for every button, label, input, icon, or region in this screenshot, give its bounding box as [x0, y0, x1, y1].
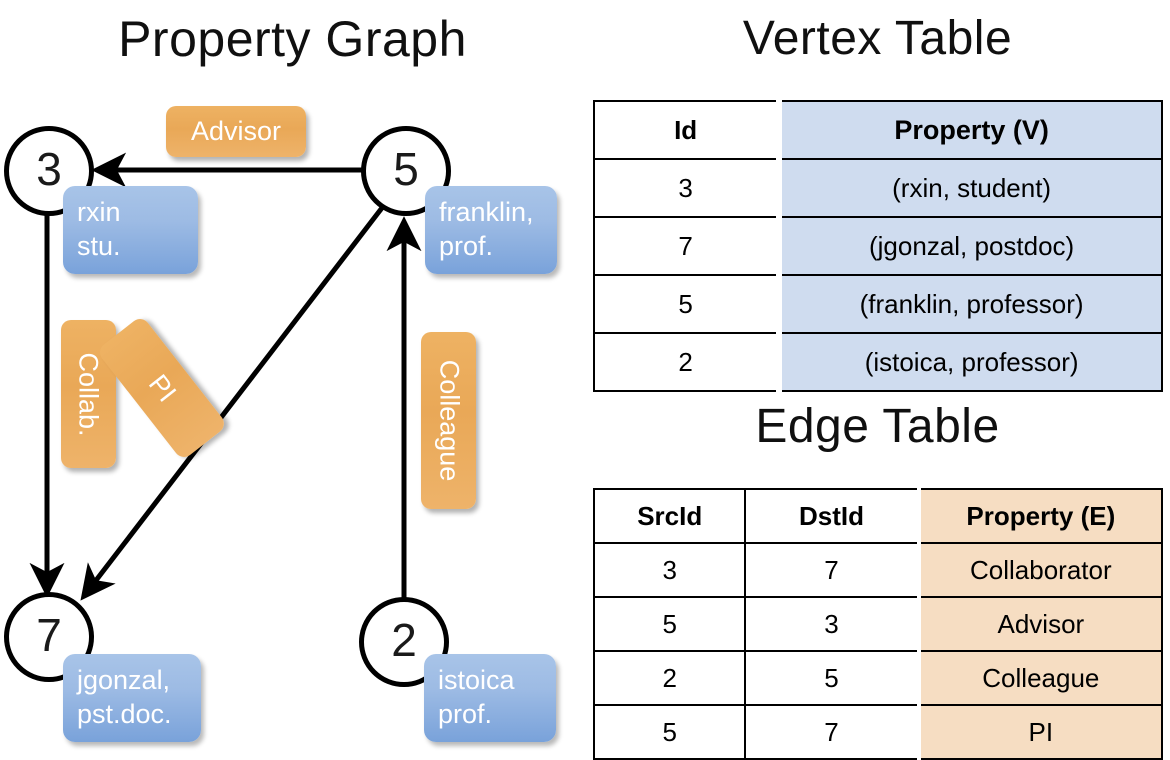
edge-row-0-src: 3: [592, 542, 747, 598]
graph-node-3-label: 3: [36, 143, 62, 195]
vertex-row-2-property: (franklin, professor): [776, 274, 1163, 334]
edge-label-advisor-text: Advisor: [190, 116, 282, 146]
edge-table-header-property: Property (E): [916, 488, 1164, 544]
edge-row-1-src: 5: [592, 596, 747, 652]
table-row[interactable]: 3 7 Collaborator: [592, 542, 1164, 598]
edge-label-advisor[interactable]: Advisor: [166, 106, 306, 157]
edge-label-pi-text: PI: [142, 368, 183, 407]
edge-row-3-property: PI: [916, 704, 1164, 760]
edge-table-header-row: SrcId DstId Property (E): [592, 488, 1164, 544]
graph-node-7-label: 7: [36, 609, 62, 661]
edge-label-collab-text: Collab.: [74, 351, 105, 437]
vertex-table-header-row: Id Property (V): [592, 100, 1163, 160]
vertex-table: Id Property (V) 3 (rxin, student) 7 (jgo…: [592, 100, 1163, 392]
vertex-row-3-id: 2: [592, 332, 781, 392]
vertex-row-3-property: (istoica, professor): [776, 332, 1163, 392]
edge-row-2-src: 2: [592, 650, 747, 706]
vertex-property-box-2-line2: prof.: [438, 699, 493, 729]
edge-table-header-dstid: DstId: [744, 488, 920, 544]
table-row[interactable]: 3 (rxin, student): [592, 158, 1163, 218]
vertex-table-header-property: Property (V): [776, 100, 1163, 160]
property-graph-diagram: 3 5 7 2 rxin stu. franklin, prof. jgonza…: [4, 106, 557, 742]
table-row[interactable]: 2 (istoica, professor): [592, 332, 1163, 392]
edge-row-1-dst: 3: [744, 596, 920, 652]
vertex-property-box-5[interactable]: franklin, prof.: [425, 186, 557, 274]
edge-row-3-src: 5: [592, 704, 747, 760]
page-title-edge-table: Edge Table: [755, 400, 1000, 453]
edge-label-colleague-text: Colleague: [434, 359, 464, 482]
vertex-property-box-7-line2: pst.doc.: [77, 699, 172, 729]
vertex-table-header-id: Id: [592, 100, 781, 160]
vertex-property-box-2[interactable]: istoica prof.: [424, 654, 556, 742]
page-title-vertex-table: Vertex Table: [742, 12, 1013, 65]
vertex-property-box-7[interactable]: jgonzal, pst.doc.: [63, 654, 201, 742]
graph-node-2[interactable]: 2: [359, 597, 449, 687]
edge-table: SrcId DstId Property (E) 3 7 Collaborato…: [592, 488, 1164, 760]
edge-row-3-dst: 7: [744, 704, 920, 760]
graph-node-5[interactable]: 5: [361, 126, 451, 216]
page-title-property-graph: Property Graph: [118, 11, 467, 67]
table-row[interactable]: 5 7 PI: [592, 704, 1164, 760]
vertex-property-box-7-line1: jgonzal,: [77, 665, 171, 695]
vertex-row-0-id: 3: [592, 158, 781, 218]
graph-node-2-label: 2: [391, 614, 417, 666]
table-row[interactable]: 7 (jgonzal, postdoc): [592, 216, 1163, 276]
graph-node-5-label: 5: [393, 143, 419, 195]
table-row[interactable]: 2 5 Colleague: [592, 650, 1164, 706]
table-row[interactable]: 5 (franklin, professor): [592, 274, 1163, 334]
edge-row-2-dst: 5: [744, 650, 920, 706]
graph-edge-lines: [29, 152, 422, 601]
edge-line-5-to-7: [80, 198, 390, 601]
edge-row-2-property: Colleague: [916, 650, 1164, 706]
vertex-property-box-3-line1: rxin: [77, 197, 121, 227]
edge-label-colleague[interactable]: Colleague: [421, 332, 476, 509]
edge-table-header-srcid: SrcId: [592, 488, 747, 544]
edge-row-0-property: Collaborator: [916, 542, 1164, 598]
vertex-property-box-5-line1: franklin,: [439, 197, 534, 227]
vertex-property-box-3-line2: stu.: [77, 231, 121, 261]
vertex-property-box-3[interactable]: rxin stu.: [63, 186, 198, 274]
vertex-property-box-5-line2: prof.: [439, 231, 494, 261]
vertex-property-box-2-line1: istoica: [438, 665, 515, 695]
vertex-row-1-property: (jgonzal, postdoc): [776, 216, 1163, 276]
table-row[interactable]: 5 3 Advisor: [592, 596, 1164, 652]
vertex-row-2-id: 5: [592, 274, 781, 334]
edge-row-1-property: Advisor: [916, 596, 1164, 652]
vertex-row-0-property: (rxin, student): [776, 158, 1163, 218]
edge-row-0-dst: 7: [744, 542, 920, 598]
vertex-row-1-id: 7: [592, 216, 781, 276]
